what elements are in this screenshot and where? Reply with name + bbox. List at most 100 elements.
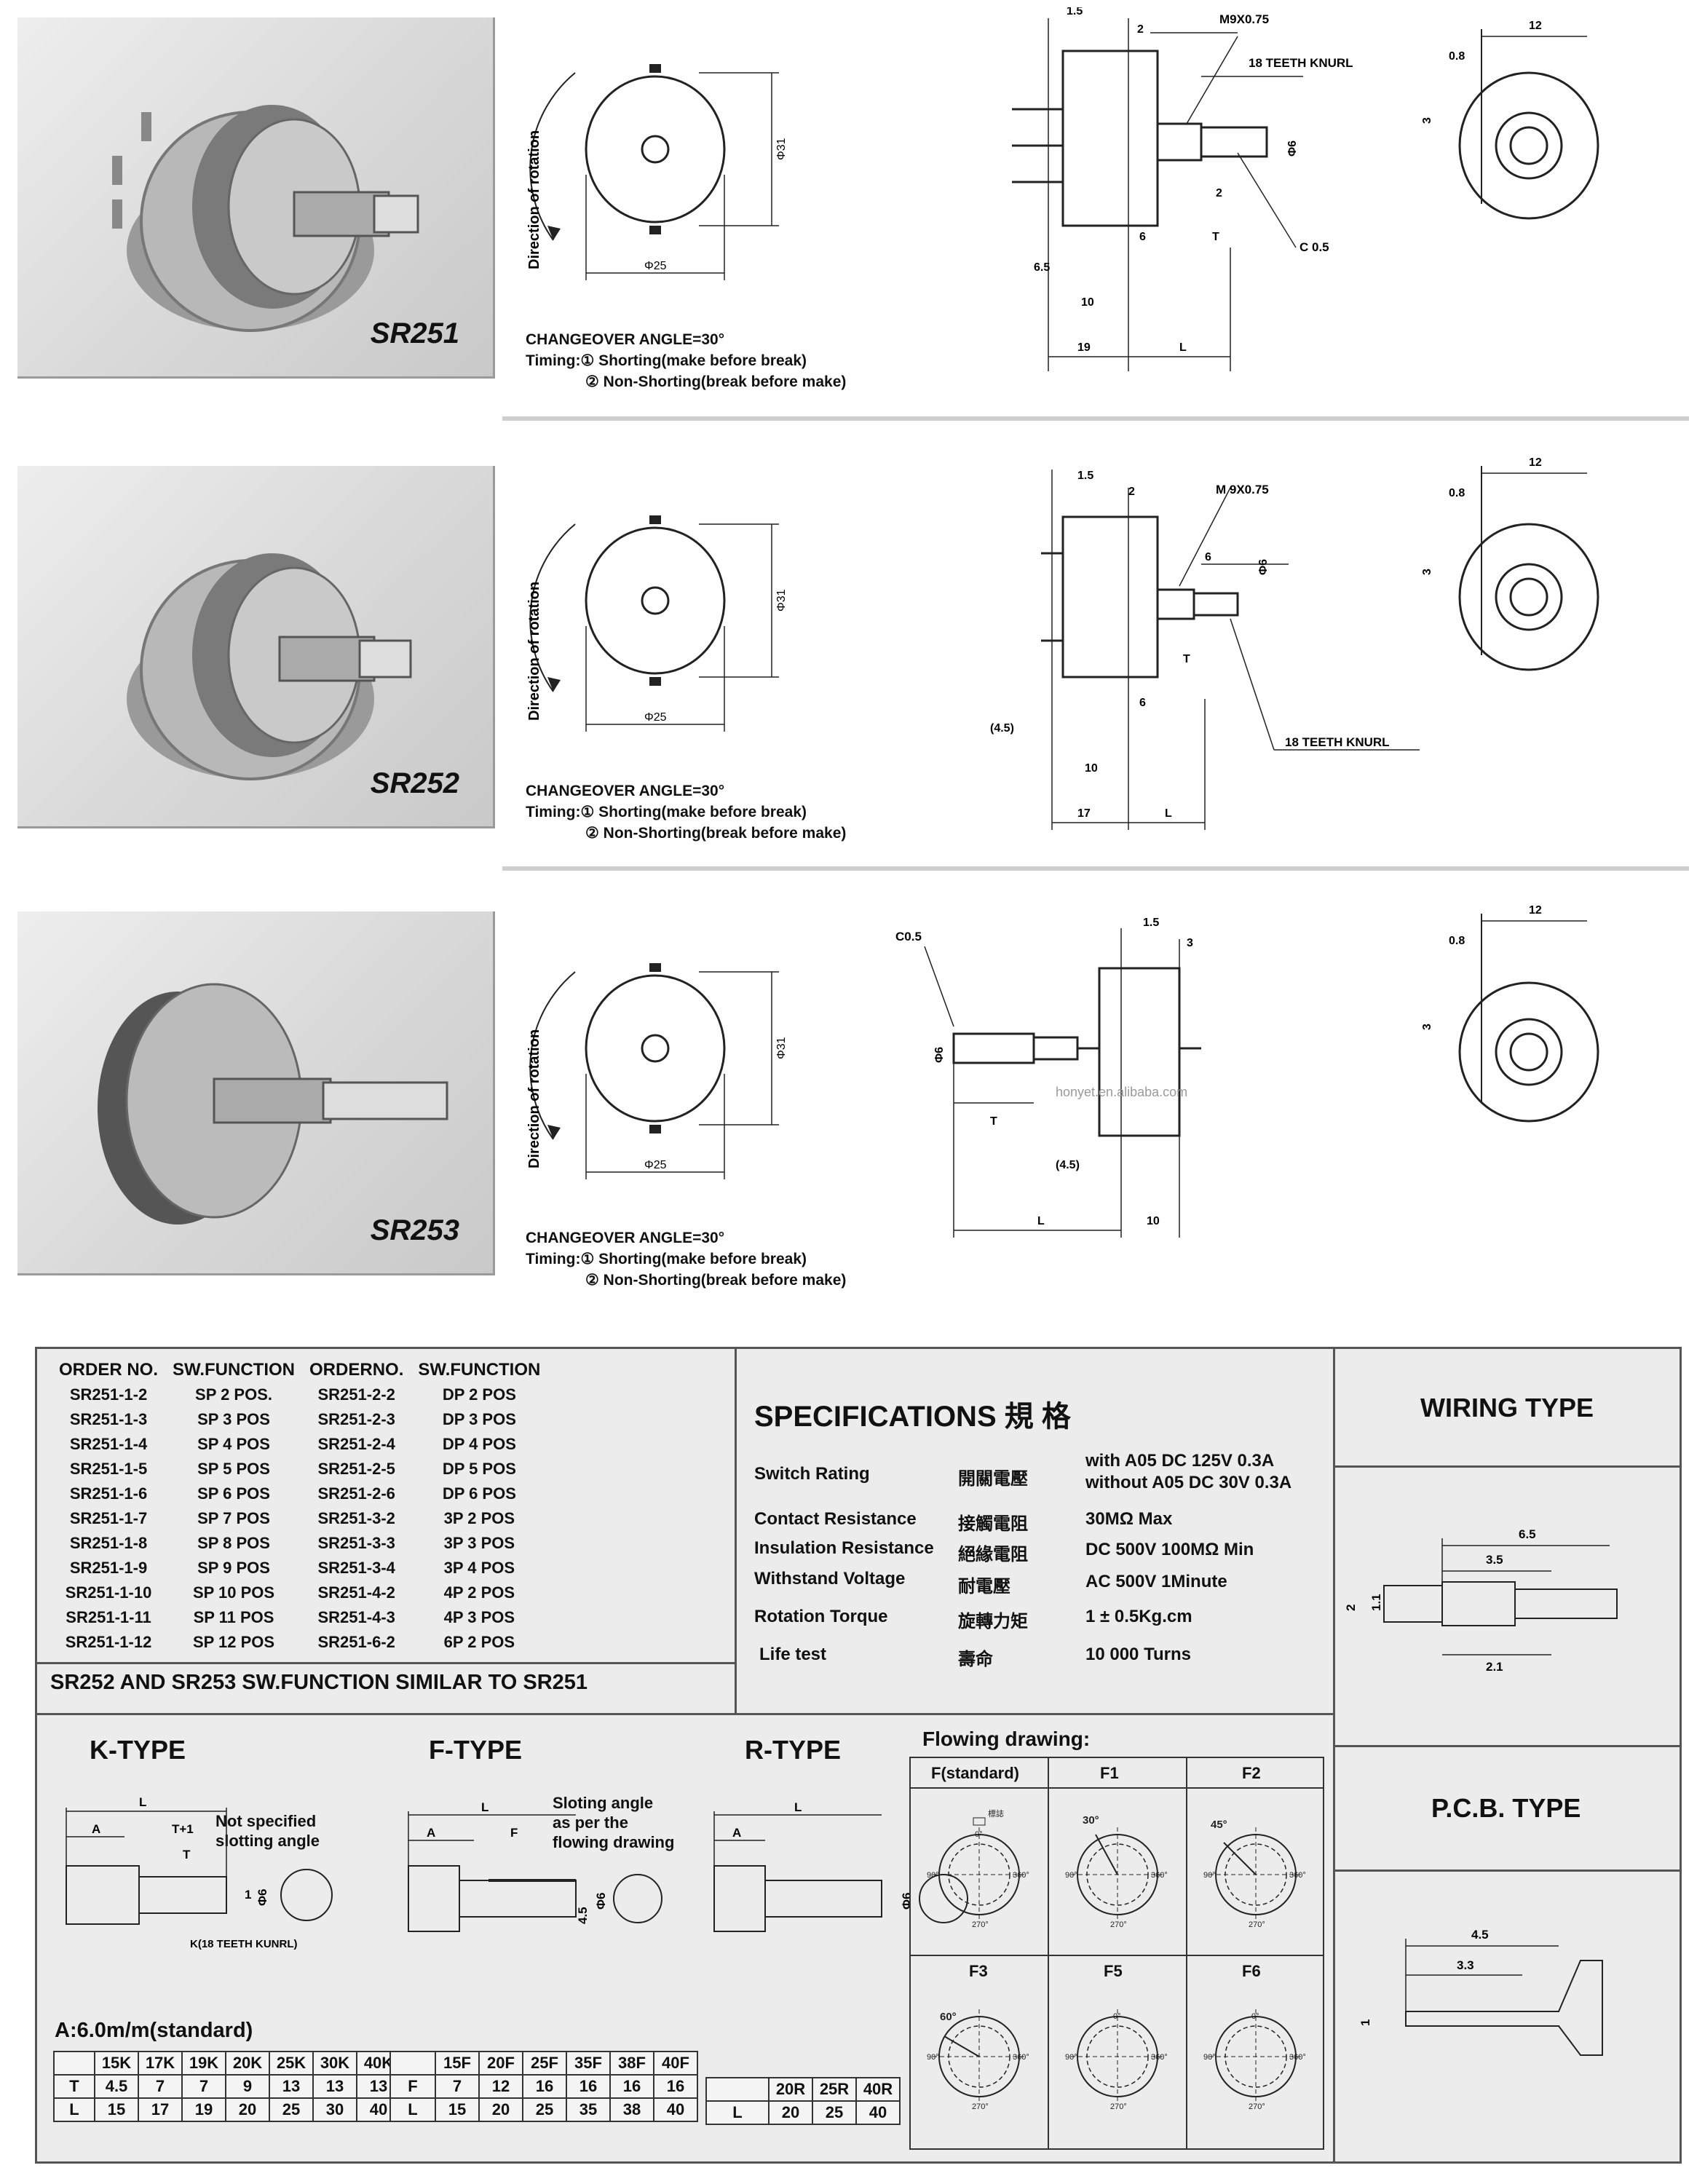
svg-text:19: 19 xyxy=(1077,341,1091,354)
direction-label: Direction of rotation xyxy=(526,582,542,721)
svg-text:1.5: 1.5 xyxy=(1077,470,1093,482)
svg-text:2: 2 xyxy=(1137,23,1144,36)
svg-text:3: 3 xyxy=(1187,937,1193,949)
f-note: Sloting angle as per the flowing drawing xyxy=(553,1794,675,1851)
spec-label-zh: 耐電壓 xyxy=(958,1577,1010,1597)
svg-text:Φ25: Φ25 xyxy=(644,1159,667,1171)
phi31-label: Φ31 xyxy=(775,138,788,160)
spec-value: 10 000 Turns xyxy=(1085,1645,1191,1664)
svg-text:360°: 360° xyxy=(1151,2053,1168,2062)
sw-function-header: SW.FUNCTION xyxy=(418,1360,541,1380)
changeover-note: CHANGEOVER ANGLE=30° Timing:① Shorting(m… xyxy=(526,783,847,842)
flow-label: F1 xyxy=(1100,1764,1119,1782)
svg-text:45°: 45° xyxy=(1211,1819,1227,1831)
svg-text:90°: 90° xyxy=(927,2053,939,2062)
svg-text:L: L xyxy=(794,1800,802,1814)
side-view-drawing: C0.5 1.5 3 Φ6 T (4.5) L 10 xyxy=(881,917,1201,1245)
svg-text:T: T xyxy=(1212,231,1219,243)
rear-view-drawing: 12 0.8 3 xyxy=(1412,451,1623,684)
order-no-header: ORDERNO. xyxy=(309,1360,404,1380)
svg-text:T+1: T+1 xyxy=(172,1822,194,1836)
svg-text:6.5: 6.5 xyxy=(1519,1527,1536,1541)
front-view-drawing: Direction of rotation Φ31 Φ25 xyxy=(510,928,815,1219)
wiring-type-title: WIRING TYPE xyxy=(1420,1393,1594,1423)
order-table-divider xyxy=(37,1662,736,1664)
spec-label: Life test xyxy=(759,1645,827,1664)
svg-text:Φ31: Φ31 xyxy=(775,1037,788,1059)
svg-text:3: 3 xyxy=(1421,1024,1433,1030)
side-view-drawing: 1.5 2 M9X0.75 18 TEETH KNURL Φ6 2 6 T C … xyxy=(983,5,1361,371)
flowing-drawing-title: Flowing drawing: xyxy=(922,1728,1091,1750)
svg-text:10: 10 xyxy=(1085,762,1098,775)
direction-label: Direction of rotation xyxy=(526,1029,542,1168)
svg-text:1.5: 1.5 xyxy=(1143,917,1159,929)
svg-text:10: 10 xyxy=(1081,296,1094,309)
svg-text:360°: 360° xyxy=(1013,2053,1029,2062)
timing-line-2: ② Non-Shorting(break before make) xyxy=(585,373,847,390)
svg-text:6: 6 xyxy=(1139,231,1146,243)
svg-text:270°: 270° xyxy=(972,1920,989,1929)
svg-text:L: L xyxy=(481,1800,488,1814)
spec-value: DC 500V 100MΩ Min xyxy=(1085,1540,1254,1559)
k-type-drawing: L A T+1 T 1 Φ6 K(18 TEETH KUNRL) xyxy=(44,1786,365,1953)
svg-text:3.3: 3.3 xyxy=(1457,1958,1474,1972)
svg-text:6: 6 xyxy=(1205,551,1211,563)
spec-label-zh: 接觸電阻 xyxy=(958,1514,1028,1534)
svg-text:90°: 90° xyxy=(1065,1871,1077,1880)
row-divider xyxy=(502,866,1689,871)
svg-text:T: T xyxy=(183,1848,191,1861)
flow-label: F6 xyxy=(1242,1962,1261,1980)
specification-panel: ORDER NO. SW.FUNCTION ORDERNO. SW.FUNCTI… xyxy=(35,1347,1682,2164)
a-standard-note: A:6.0m/m(standard) xyxy=(55,2019,253,2042)
svg-text:T: T xyxy=(990,1115,997,1128)
svg-text:60°: 60° xyxy=(940,2011,957,2023)
spec-label: Withstand Voltage xyxy=(754,1569,906,1588)
side-view-drawing: 1.5 2 M 9X0.75 6 Φ6 T 6 18 TEETH KNURL (… xyxy=(983,459,1434,837)
flow-diagrams: 標誌 0° 90° 360° 270° 30° 90° 360° 270° xyxy=(927,1808,1306,2111)
svg-text:Φ6: Φ6 xyxy=(933,1047,946,1063)
spec-label-zh: 壽命 xyxy=(958,1650,993,1669)
svg-text:12: 12 xyxy=(1529,904,1542,917)
watermark: honyet.en.alibaba.com xyxy=(1056,1085,1188,1099)
product-photo-panel: SR252 xyxy=(17,466,495,828)
model-label: SR253 xyxy=(370,1214,459,1246)
order-no-header: ORDER NO. xyxy=(59,1360,159,1380)
svg-text:2: 2 xyxy=(1128,486,1135,498)
svg-text:360°: 360° xyxy=(1289,1871,1306,1880)
spec-label-zh: 旋轉力矩 xyxy=(958,1612,1028,1631)
svg-text:3: 3 xyxy=(1421,117,1433,124)
product-photo-panel: SR253 xyxy=(17,911,495,1275)
timing-line-1: Timing:① Shorting(make before break) xyxy=(526,352,807,369)
svg-text:2: 2 xyxy=(1216,187,1222,199)
svg-text:L: L xyxy=(139,1795,146,1809)
svg-text:C 0.5: C 0.5 xyxy=(1299,240,1329,254)
rear-view-drawing: 12 0.8 3 xyxy=(1412,15,1623,233)
specifications-title: SPECIFICATIONS 規 格 xyxy=(754,1401,1071,1433)
spec-label: Contact Resistance xyxy=(754,1509,917,1529)
svg-text:L: L xyxy=(1037,1215,1045,1227)
svg-text:360°: 360° xyxy=(1013,1871,1029,1880)
svg-text:Φ25: Φ25 xyxy=(644,711,667,724)
svg-text:F: F xyxy=(510,1826,518,1840)
model-label: SR252 xyxy=(370,767,459,799)
svg-text:L: L xyxy=(1165,807,1172,820)
flow-label: F3 xyxy=(969,1962,988,1980)
changeover-note: CHANGEOVER ANGLE=30° Timing:① Shorting(m… xyxy=(526,329,846,392)
svg-text:30°: 30° xyxy=(1083,1814,1099,1827)
svg-text:4.5: 4.5 xyxy=(576,1907,590,1924)
pcb-type-title: P.C.B. TYPE xyxy=(1431,1793,1581,1823)
svg-text:0°: 0° xyxy=(1251,2012,1259,2021)
svg-text:1.1: 1.1 xyxy=(1369,1594,1383,1611)
svg-text:6: 6 xyxy=(1139,697,1146,709)
rotary-switch-photo xyxy=(112,105,419,332)
svg-text:M9X0.75: M9X0.75 xyxy=(1219,12,1269,26)
spec-value: 30MΩ Max xyxy=(1085,1509,1173,1529)
svg-text:A: A xyxy=(427,1826,435,1840)
product-photo-panel: SR251 xyxy=(17,17,495,379)
svg-text:Φ31: Φ31 xyxy=(775,589,788,612)
